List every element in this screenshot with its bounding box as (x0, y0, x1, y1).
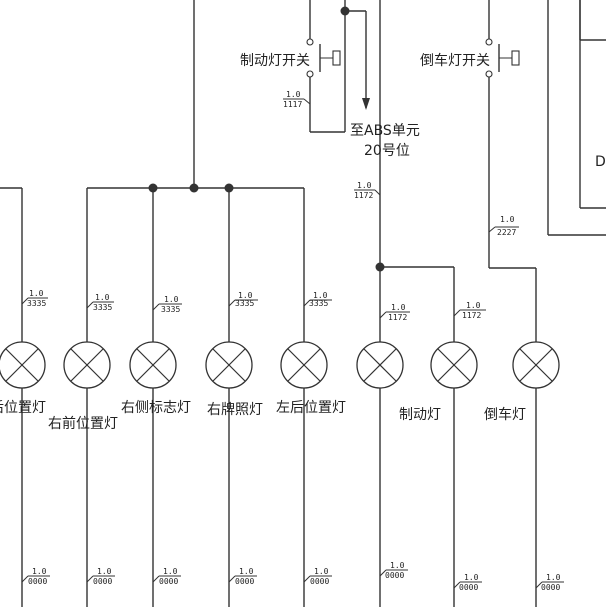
svg-text:3335: 3335 (27, 299, 46, 308)
wire-label-3335: 1.0 3335 (152, 295, 182, 314)
svg-text:0000: 0000 (459, 583, 478, 592)
svg-text:3335: 3335 (161, 305, 180, 314)
svg-text:1.0: 1.0 (32, 567, 47, 576)
reverse-switch-label: 倒车灯开关 (420, 52, 490, 69)
bus-wiring (0, 0, 455, 607)
svg-text:1172: 1172 (388, 313, 407, 322)
lamp-label: 右前位置灯 (48, 415, 118, 432)
wire-label-1172: 1.0 1172 (453, 301, 486, 320)
abs-note-line1: 至ABS单元 (350, 123, 420, 139)
lamp-right-front-position: 右前位置灯 (48, 341, 118, 432)
lamp-left-rear-position: 左后位置灯 (276, 341, 346, 416)
brake-switch-label: 制动灯开关 (240, 53, 310, 69)
svg-text:3335: 3335 (309, 299, 328, 308)
abs-note-line2: 20号位 (364, 143, 410, 159)
lamp-reverse: 倒车灯 (484, 341, 560, 423)
wire-label-1117: 1.0 1117 (283, 90, 311, 109)
junction-dot (224, 183, 234, 193)
wire-label-3335: 1.0 3335 (86, 293, 114, 312)
lamp-third (430, 341, 478, 389)
lamp-label: 制动灯 (399, 407, 441, 423)
svg-text:1.0: 1.0 (391, 303, 406, 312)
svg-text:1.0: 1.0 (286, 90, 301, 99)
svg-text:1.0: 1.0 (546, 573, 561, 582)
wire-label-0000: 1.0 0000 (21, 567, 50, 586)
svg-text:1.0: 1.0 (390, 561, 405, 570)
junction-dot (375, 262, 385, 272)
lamp-label: 右侧标志灯 (121, 400, 191, 416)
wire-label-0000: 1.0 0000 (535, 573, 564, 592)
svg-text:0000: 0000 (159, 577, 178, 586)
svg-text:1172: 1172 (462, 311, 481, 320)
svg-text:1.0: 1.0 (313, 291, 328, 300)
lamp-label: 右牌照灯 (207, 401, 263, 418)
wire-label-2227: 1.0 2227 (488, 215, 519, 237)
wire-label-3335: 1.0 3335 (228, 291, 258, 308)
lamp-label: 左后位置灯 (276, 400, 346, 416)
svg-text:1.0: 1.0 (466, 301, 481, 310)
abs-arrow-icon (362, 98, 370, 110)
svg-text:1172: 1172 (354, 191, 373, 200)
svg-text:1.0: 1.0 (164, 295, 179, 304)
wire-label-3335: 1.0 3335 (303, 291, 332, 308)
svg-text:1.0: 1.0 (29, 289, 44, 298)
svg-text:0000: 0000 (385, 571, 404, 580)
lamp-label: 后位置灯 (0, 400, 46, 416)
lamp-stop: 制动灯 (356, 341, 441, 423)
svg-text:1.0: 1.0 (357, 181, 372, 190)
lamp-right-license: 右牌照灯 (205, 341, 263, 418)
wire-label-0000: 1.0 0000 (303, 567, 332, 586)
svg-text:2227: 2227 (497, 228, 516, 237)
svg-text:3335: 3335 (93, 303, 112, 312)
svg-text:1.0: 1.0 (500, 215, 515, 224)
wire-label-0000: 1.0 0000 (152, 567, 181, 586)
wire-label-0000: 1.0 0000 (453, 573, 482, 592)
svg-text:1.0: 1.0 (95, 293, 110, 302)
edge-fragment: D (595, 154, 606, 170)
svg-text:1.0: 1.0 (239, 567, 254, 576)
wire-label-0000: 1.0 0000 (379, 561, 408, 580)
svg-text:1.0: 1.0 (464, 573, 479, 582)
wire-label-1172-top: 1.0 1172 (354, 181, 381, 200)
wire-label-0000: 1.0 0000 (86, 567, 115, 586)
svg-text:0000: 0000 (28, 577, 47, 586)
svg-text:1.0: 1.0 (314, 567, 329, 576)
svg-text:3335: 3335 (235, 299, 254, 308)
junction-dot (340, 6, 350, 16)
junction-dot (189, 183, 199, 193)
reverse-light-switch: 倒车灯开关 (420, 38, 520, 78)
lamp-rear-position: 后位置灯 (0, 341, 46, 416)
top-wiring (309, 0, 606, 607)
svg-text:1.0: 1.0 (238, 291, 253, 300)
lamp-label: 倒车灯 (484, 406, 526, 423)
wire-label-1172: 1.0 1172 (379, 303, 410, 322)
lamp-right-side-marker: 右侧标志灯 (121, 341, 191, 416)
wire-label-0000: 1.0 0000 (228, 567, 257, 586)
junction-dot (148, 183, 158, 193)
svg-text:0000: 0000 (93, 577, 112, 586)
svg-text:1117: 1117 (283, 100, 302, 109)
svg-text:0000: 0000 (310, 577, 329, 586)
svg-text:1.0: 1.0 (163, 567, 178, 576)
brake-light-switch: 制动灯开关 (240, 38, 341, 78)
svg-text:0000: 0000 (541, 583, 560, 592)
svg-text:1.0: 1.0 (97, 567, 112, 576)
wire-label-3335: 1.0 3335 (21, 289, 48, 308)
svg-text:0000: 0000 (235, 577, 254, 586)
